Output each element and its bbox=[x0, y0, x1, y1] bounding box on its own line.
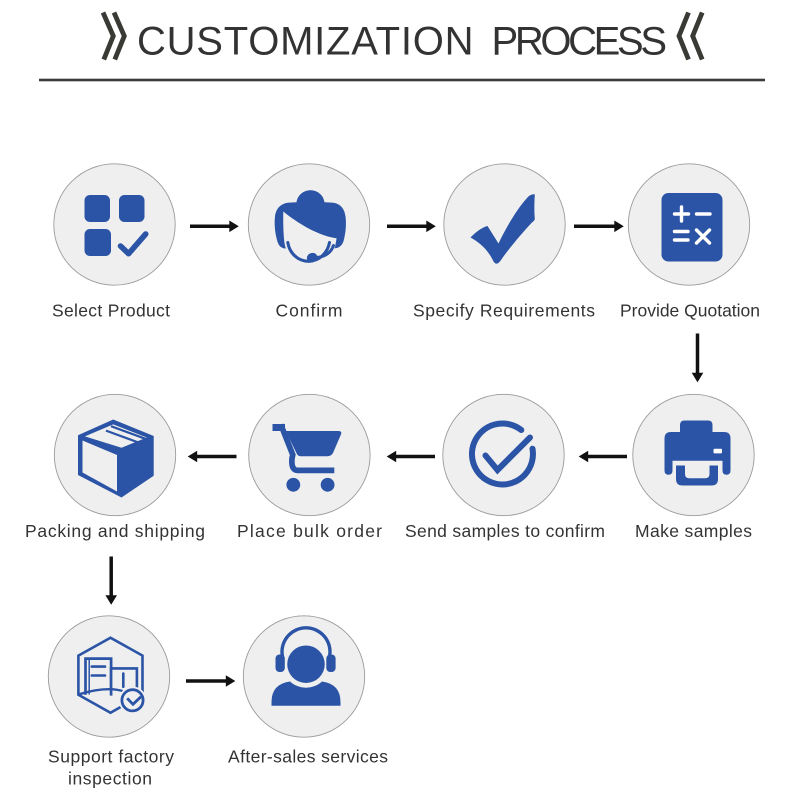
svg-text:Specify Requirements: Specify Requirements bbox=[413, 301, 595, 321]
svg-text:CUSTOMIZATION: CUSTOMIZATION bbox=[137, 19, 474, 63]
svg-text:inspection: inspection bbox=[68, 769, 152, 789]
svg-text:Packing and shipping: Packing and shipping bbox=[25, 521, 205, 541]
svg-text:Place bulk order: Place bulk order bbox=[237, 521, 382, 541]
svg-text:Send samples to confirm: Send samples to confirm bbox=[405, 521, 605, 541]
svg-text:After-sales services: After-sales services bbox=[228, 747, 388, 767]
svg-text:Select Product: Select Product bbox=[52, 301, 170, 321]
svg-text:Provide Quotation: Provide Quotation bbox=[620, 301, 760, 321]
svg-text:PROCESS: PROCESS bbox=[492, 19, 668, 63]
svg-text:Confirm: Confirm bbox=[276, 301, 343, 321]
svg-text:Support factory: Support factory bbox=[48, 747, 174, 767]
svg-text:Make samples: Make samples bbox=[635, 521, 752, 541]
